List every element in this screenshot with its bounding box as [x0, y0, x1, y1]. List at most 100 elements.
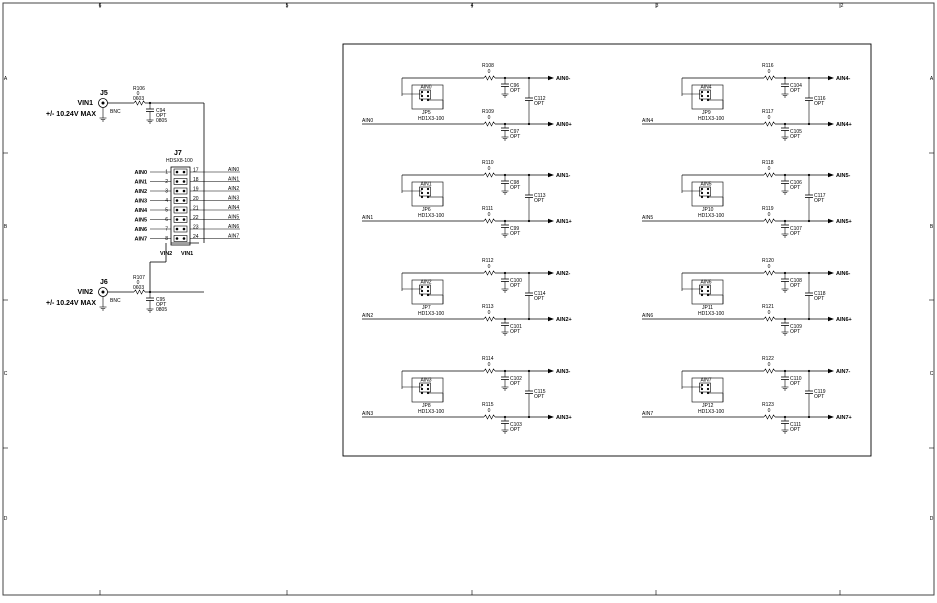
jumper-pin: [426, 187, 430, 191]
capacitor-value: OPT: [510, 185, 520, 191]
header-right-net: AIN2: [228, 186, 239, 192]
header-right-net: AIN1: [228, 177, 239, 183]
capacitor-ref: C115: [534, 389, 546, 395]
channel-filter-ain2: R1120AIN2-C100OPTC114OPTAIN2JP7HD1X3-100…: [362, 258, 572, 336]
channel-input-net: AIN5: [642, 215, 653, 221]
capacitor-ref: C118: [814, 291, 826, 297]
resistor-symbol: [483, 270, 496, 276]
output-net-minus: AIN0-: [556, 76, 571, 82]
capacitor-value: OPT: [790, 185, 800, 191]
jumper-pin: [426, 383, 430, 387]
jumper-shunt: [173, 168, 188, 176]
jumper-part-number: HD1X3-100: [698, 409, 724, 415]
capacitor-symbol: [781, 420, 789, 424]
header-pin: [175, 208, 179, 212]
jumper-pin: [706, 285, 710, 289]
jumper-pin: [700, 98, 704, 102]
jumper-shunt: [173, 225, 188, 233]
jumper-pin: [706, 94, 710, 98]
capacitor-ref: C113: [534, 193, 546, 199]
jumper-shunt: [173, 206, 188, 214]
ground-symbol: [501, 134, 509, 141]
header-left-net: AIN1: [134, 180, 147, 186]
jumper-pin: [700, 191, 704, 195]
ground-symbol: [146, 306, 154, 313]
jumper-part-number: HD1X3-100: [418, 311, 444, 317]
jumper-pin: [420, 387, 424, 391]
resistor-ref: R109: [482, 109, 494, 115]
capacitor-value: OPT: [510, 329, 520, 335]
output-net-plus: AIN0+: [556, 122, 572, 128]
channel-filter-ain3: R1140AIN3-C102OPTC115OPTAIN3JP8HD1X3-100…: [362, 356, 572, 434]
jumper-pin: [420, 187, 424, 191]
input-net-label: VIN1: [77, 100, 93, 107]
header-pin-number: 21: [193, 206, 199, 212]
capacitor-value: OPT: [790, 427, 800, 433]
ground-symbol: [99, 304, 107, 311]
header-part-number: HDSX8-100: [166, 158, 193, 164]
header-left-net: AIN6: [134, 227, 147, 233]
jumper-part-number: HD1X3-100: [418, 213, 444, 219]
jumper-shunt: [173, 216, 188, 223]
net-arrow: [548, 316, 554, 322]
jumper-pin: [700, 383, 704, 387]
output-net-plus: AIN3+: [556, 415, 572, 421]
resistor-value: 0: [488, 166, 491, 172]
header-pin: [182, 227, 186, 231]
jumper-pin: [706, 387, 710, 391]
resistor-value: 0: [488, 408, 491, 414]
resistor-value: 0: [768, 310, 771, 316]
jumper-shunt: [419, 89, 431, 100]
jumper-channel-label: AIN7: [700, 378, 711, 384]
jumper-part-number: HD1X3-100: [418, 409, 444, 415]
jumper-pin: [420, 285, 424, 289]
capacitor-ref: C105: [790, 129, 802, 135]
connector-ref: J6: [100, 279, 108, 286]
ground-symbol: [781, 231, 789, 238]
capacitor-ref: C102: [510, 376, 522, 382]
jumper-channel-label: AIN1: [420, 182, 431, 188]
jumper-pin: [420, 383, 424, 387]
capacitor-value: OPT: [790, 134, 800, 140]
header-pin-number: 23: [193, 225, 199, 231]
resistor-value: 0: [768, 166, 771, 172]
net-arrow: [828, 368, 834, 374]
jumper-pin: [700, 195, 704, 199]
header-vin2-label: VIN2: [160, 251, 172, 257]
capacitor-ref: C111: [790, 422, 801, 428]
capacitor-value: OPT: [790, 231, 800, 237]
jumper-pin: [420, 90, 424, 94]
jumper-pin: [426, 90, 430, 94]
resistor-ref: R117: [762, 109, 774, 115]
capacitor-ref: C107: [790, 226, 802, 232]
ground-symbol: [99, 115, 107, 122]
capacitor-value: OPT: [510, 134, 520, 140]
zone-letter: D: [930, 516, 934, 522]
resistor-symbol: [483, 218, 496, 224]
resistor-symbol: [763, 75, 776, 81]
header-pin: [175, 218, 179, 221]
capacitor-symbol: [525, 194, 533, 198]
header-right-net: AIN7: [228, 234, 239, 240]
capacitor-value: OPT: [814, 198, 824, 204]
channel-filter-ain4: R1160AIN4-C104OPTC116OPTAIN4JP9HD1X3-100…: [642, 63, 852, 141]
zone-letter: D: [4, 516, 8, 522]
resistor-value: 0: [768, 69, 771, 75]
zone-number: 4: [471, 3, 474, 9]
net-arrow: [548, 121, 554, 127]
resistor-symbol: [763, 316, 776, 322]
jumper-channel-label: AIN5: [700, 182, 711, 188]
bnc-center-pin: [101, 101, 105, 105]
capacitor-ref: C104: [790, 83, 802, 89]
ground-symbol: [781, 384, 789, 391]
jumper-pin: [700, 285, 704, 289]
ground-symbol: [146, 117, 154, 124]
resistor-symbol: [763, 270, 776, 276]
header-right-net: AIN3: [228, 196, 239, 202]
resistor-ref: R122: [762, 356, 774, 362]
